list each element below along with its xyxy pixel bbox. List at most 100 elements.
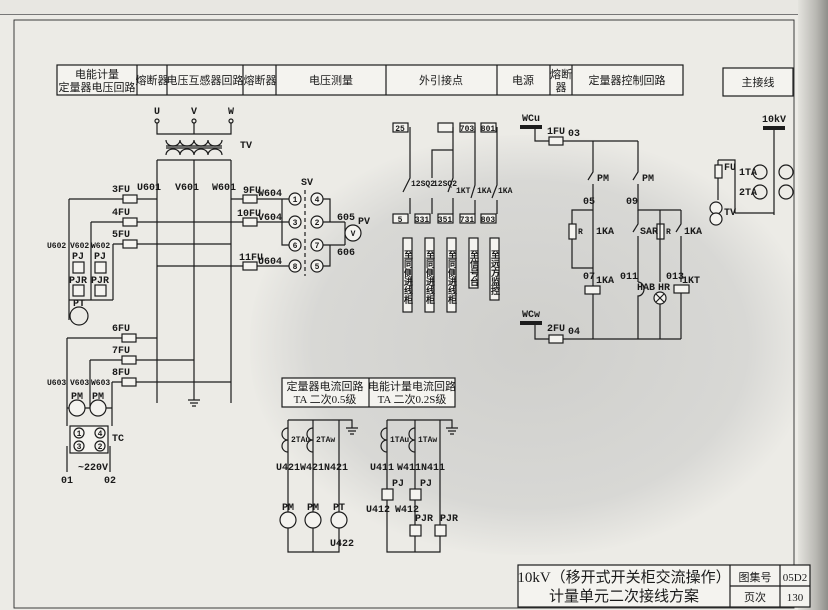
- atlas-number-label: 图集号: [739, 570, 772, 584]
- voltage-transformer-circuit: [66, 118, 362, 472]
- node-01: 01: [61, 476, 73, 487]
- pm-label: PM: [282, 503, 294, 514]
- terminal-731: 731: [460, 216, 475, 225]
- sv-label: SV: [301, 178, 313, 189]
- v602-label: V602: [70, 242, 89, 251]
- pv-label: PV: [358, 217, 370, 228]
- node-02: 02: [104, 476, 116, 487]
- fu9-label: 9FU: [243, 186, 261, 197]
- header-voltage-measurement: 电压测量: [309, 74, 353, 87]
- w603-label: W603: [91, 379, 110, 388]
- destination-label: 至信号台: [468, 250, 479, 287]
- 1taw-label: 1TAw: [418, 436, 437, 445]
- fu6-label: 6FU: [112, 324, 130, 335]
- drawing-title-line1: 10kV（移开式开关柜交流操作）: [517, 568, 730, 586]
- current-circuits: [279, 377, 458, 553]
- destination-label: 至同侧进线柜: [402, 250, 414, 305]
- external-contacts: [392, 122, 500, 313]
- pm-label: PM: [92, 392, 104, 403]
- terminal-801: 801: [481, 125, 496, 134]
- header-meter-voltage-circuit: 定量器电压回路: [59, 80, 136, 94]
- u604-label: U604: [258, 257, 282, 268]
- pm-meter: [89, 399, 107, 417]
- fu4-label: 4FU: [112, 208, 130, 219]
- switch-12sq2: 12SQ2: [433, 180, 457, 189]
- fu-label: FU: [724, 163, 736, 174]
- terminal-25: 25: [395, 125, 405, 134]
- 1ka-coil-label: 1KA: [596, 276, 614, 287]
- 2ta-label: 2TA: [739, 188, 757, 199]
- atlas-number: 05D2: [783, 572, 807, 584]
- tv-label: TV: [724, 208, 736, 219]
- sheet-frame: [13, 19, 795, 609]
- header-power-supply: 电源: [512, 73, 534, 87]
- tc-transformer: [69, 425, 109, 454]
- pj-meter: [94, 261, 107, 274]
- n421-label: N421: [324, 463, 348, 474]
- wcw-bus-label: WCw: [522, 310, 540, 321]
- pj-label: PJ: [72, 252, 84, 263]
- switch-12sq2: 12SQ2: [411, 180, 435, 189]
- tc-label: TC: [112, 434, 124, 445]
- page-gutter: [798, 0, 828, 610]
- fu5-label: 5FU: [112, 230, 130, 241]
- hab-label: HAB: [637, 283, 655, 294]
- switch-1ka: 1KA: [498, 187, 513, 196]
- node-05: 05: [583, 197, 595, 208]
- header-external-contacts: 外引接点: [419, 73, 463, 87]
- hr-label: HR: [658, 283, 670, 294]
- meter-current-circuit-title: 定量器电流回路: [287, 379, 364, 393]
- tc-contact: 1: [77, 430, 82, 439]
- pm-meter: [68, 399, 86, 417]
- pjr-meter: [72, 284, 85, 297]
- terminal-351: 351: [438, 216, 453, 225]
- 1tau-label: 1TAu: [390, 436, 409, 445]
- terminal-703: 703: [460, 125, 475, 134]
- switch-1ka: 1KA: [477, 187, 492, 196]
- pjr-label: PJR: [415, 514, 433, 525]
- sv-contact: 6: [293, 242, 298, 251]
- sv-contact: 7: [315, 242, 320, 251]
- wcu-bus-label: WCu: [522, 114, 540, 125]
- pm-contact-label: PM: [597, 174, 609, 185]
- w421-label: W421: [300, 463, 324, 474]
- main-wiring-header: [722, 67, 794, 97]
- fu8-label: 8FU: [112, 368, 130, 379]
- w604-label: W604: [258, 189, 282, 200]
- resistor-r: R: [666, 228, 671, 237]
- node-011: 011: [620, 272, 638, 283]
- pj-label: PJ: [392, 479, 404, 490]
- section-header-row: [56, 64, 794, 97]
- tc-contact: 2: [98, 443, 103, 452]
- destination-label: 至远方监控: [489, 250, 500, 296]
- pt-label: PT: [333, 503, 345, 514]
- supply-220v-label: ~220V: [78, 463, 108, 474]
- w601-label: W601: [212, 183, 236, 194]
- 2tau-label: 2TAu: [291, 436, 310, 445]
- v601-label: V601: [175, 183, 199, 194]
- v603-label: V603: [70, 379, 89, 388]
- sar-label: SAR: [640, 227, 658, 238]
- v604-label: V604: [258, 213, 282, 224]
- header-main-wiring: 主接线: [742, 75, 775, 89]
- voltmeter-pv: [344, 224, 362, 242]
- fu1-label: 1FU: [547, 127, 565, 138]
- u603-label: U603: [47, 379, 66, 388]
- pj-meter: [72, 261, 85, 274]
- header-meter-control-circuit: 定量器控制回路: [589, 73, 666, 87]
- header-fuse: 熔断器: [244, 73, 277, 87]
- 1ta-label: 1TA: [739, 168, 757, 179]
- pj-label: PJ: [94, 252, 106, 263]
- u412-label: U412: [366, 505, 390, 516]
- resistor-r: R: [578, 228, 583, 237]
- pj-label: PJ: [420, 479, 432, 490]
- pm-label: PM: [307, 503, 319, 514]
- terminal-v: V: [191, 107, 197, 118]
- fu10-label: 10FU: [237, 209, 261, 220]
- terminal-803: 803: [481, 216, 496, 225]
- u601-label: U601: [137, 183, 161, 194]
- header-fuse: 熔断: [550, 67, 572, 81]
- header-fuse: 器: [556, 81, 567, 94]
